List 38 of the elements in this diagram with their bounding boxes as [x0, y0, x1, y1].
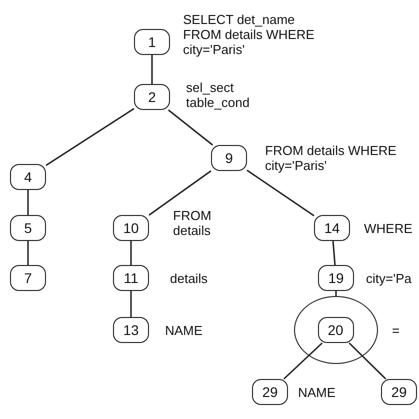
node-annotation: =: [392, 323, 401, 338]
connector-line: [348, 342, 386, 380]
connector-line: [332, 240, 336, 266]
connector-line: [246, 170, 314, 216]
node-annotation: SELECT det_name FROM details WHERE city='Paris': [183, 12, 316, 57]
tree-node-box: 1: [134, 29, 170, 55]
tree-node-box: 29: [252, 379, 288, 405]
connector-line: [130, 241, 132, 265]
connector-line: [151, 55, 153, 84]
node-annotation: NAME: [298, 385, 337, 400]
connector-line: [283, 342, 323, 380]
tree-node-box: 5: [10, 215, 46, 241]
node-annotation: NAME: [165, 323, 204, 338]
connector-line: [148, 170, 212, 216]
connector-line: [168, 109, 214, 146]
node-annotation: WHERE: [364, 221, 414, 236]
ellipse-outline: [294, 296, 378, 364]
tree-node-box: 29: [381, 379, 417, 405]
tree-node-box: 7: [10, 265, 46, 291]
tree-node-box: 20: [318, 316, 354, 342]
node-annotation: sel_sect table_cond: [186, 80, 251, 110]
tree-node-box: 2: [134, 84, 170, 110]
node-annotation: details: [170, 271, 209, 286]
tree-node-box: 11: [113, 265, 149, 291]
connector-line: [27, 241, 29, 265]
tree-node-box: 10: [113, 215, 149, 241]
node-annotation: FROM details: [173, 208, 212, 238]
tree-node-box: 14: [314, 215, 350, 241]
tree-node-box: 19: [318, 265, 354, 291]
connector-line: [27, 190, 29, 215]
connector-line: [130, 291, 132, 317]
connector-line: [46, 108, 134, 166]
tree-node-box: 9: [211, 145, 247, 171]
node-annotation: FROM details WHERE city='Paris': [265, 143, 398, 173]
tree-node-box: 4: [10, 164, 46, 190]
node-annotation: city='Pa: [366, 271, 412, 286]
connector-line: [335, 291, 337, 296]
tree-node-box: 13: [113, 317, 149, 343]
